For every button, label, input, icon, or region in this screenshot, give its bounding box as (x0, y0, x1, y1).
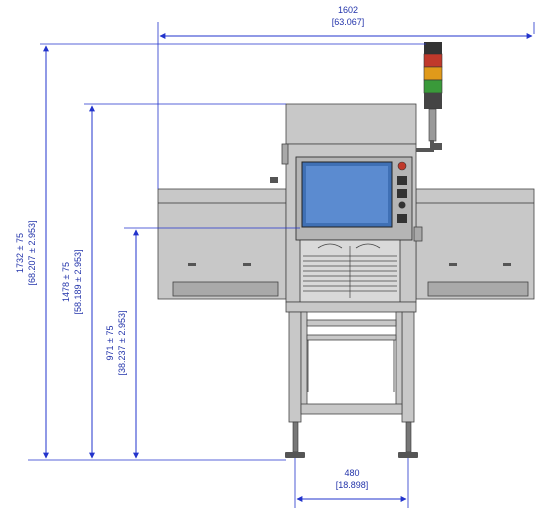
conveyor-height-imperial: [38.237 ± 2.953] (117, 311, 127, 376)
dimension-lines (28, 22, 535, 508)
stand-frame (285, 301, 417, 423)
conveyor-height-value: 971 ± 75 (105, 326, 115, 361)
leveling-feet (285, 421, 418, 458)
dimension-labels: 1602 [63.067] 1732 ± 75 [68.207 ± 2.953]… (15, 5, 368, 490)
screen-display (306, 166, 388, 223)
overall-height-value: 1732 ± 75 (15, 233, 25, 273)
right-conveyor-belt (427, 281, 529, 297)
overall-height-imperial: [68.207 ± 2.953] (27, 221, 37, 286)
left-conveyor-wing (157, 188, 287, 300)
control-buttons (397, 161, 407, 223)
overall-width-value: 1602 (338, 5, 358, 15)
cabinet-height-value: 1478 ± 75 (61, 262, 71, 302)
machine (157, 42, 535, 458)
overall-width-imperial: [63.067] (332, 17, 365, 27)
cabinet-height-imperial: [58.189 ± 2.953] (73, 250, 83, 315)
cabinet-latch-right (413, 226, 423, 242)
wing-fasteners (188, 177, 511, 266)
tunnel-grille (303, 246, 397, 298)
cabinet-top (285, 103, 417, 145)
right-conveyor-wing (415, 188, 535, 300)
left-conveyor-belt (172, 281, 279, 297)
signal-light-tower (416, 42, 443, 152)
leg-span-imperial: [18.898] (336, 480, 369, 490)
cabinet-latch-left (281, 143, 289, 165)
leg-span-value: 480 (344, 468, 359, 478)
